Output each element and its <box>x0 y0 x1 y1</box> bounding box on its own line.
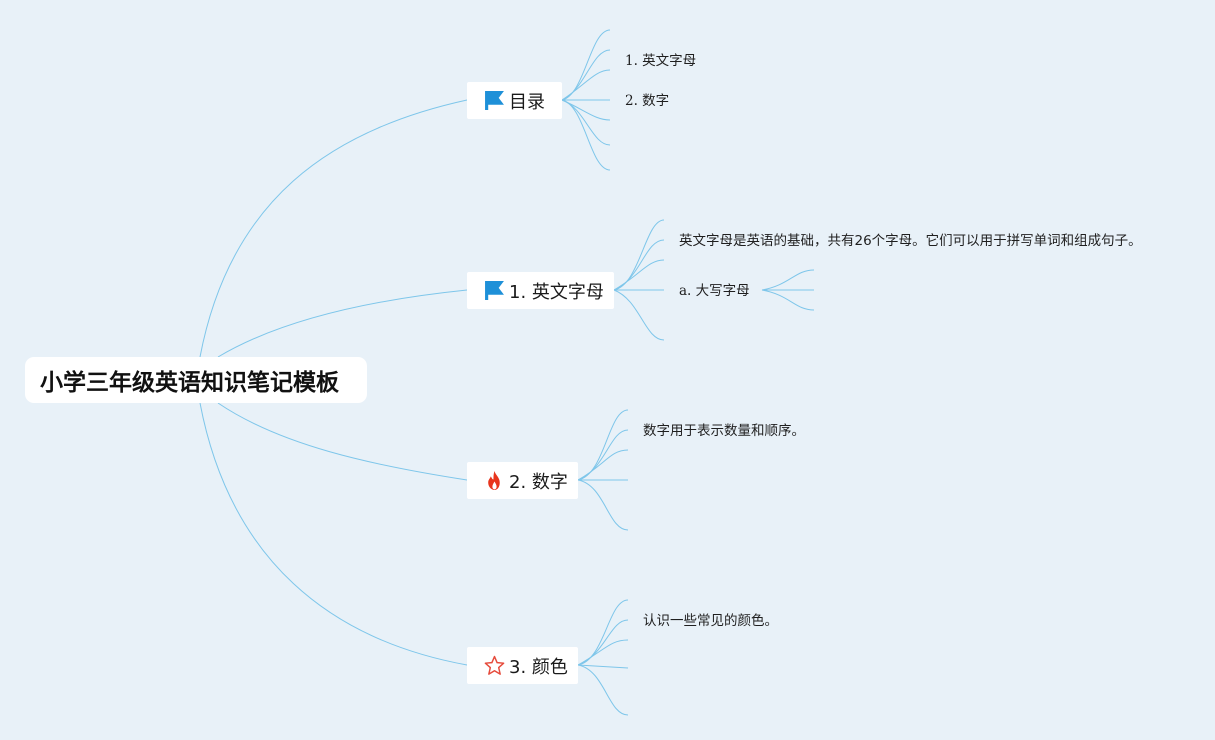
leaf-toc-numbers[interactable]: 2. 数字 <box>625 93 670 109</box>
leaf-letters-description[interactable]: 英文字母是英语的基础，共有26个字母。它们可以用于拼写单词和组成句子。 <box>679 233 1142 249</box>
connector-fan-toc <box>561 29 611 171</box>
branch-letters[interactable]: 1. 英文字母 <box>467 272 614 309</box>
connector-fan-numbers <box>577 409 629 531</box>
branch-numbers-label: 2. 数字 <box>509 471 568 493</box>
branch-letters-label: 1. 英文字母 <box>509 281 604 303</box>
connector-root-toc <box>199 99 468 358</box>
branch-toc-label: 目录 <box>509 91 545 113</box>
root-topic-label: 小学三年级英语知识笔记模板 <box>40 370 339 396</box>
star-icon <box>484 655 505 676</box>
leaf-colors-description[interactable]: 认识一些常见的颜色。 <box>643 613 778 629</box>
branch-colors-label: 3. 颜色 <box>509 656 568 678</box>
connector-root-numbers <box>217 402 468 481</box>
fire-icon <box>484 470 505 491</box>
branch-numbers[interactable]: 2. 数字 <box>467 462 578 499</box>
connector-fan-colors <box>577 599 629 716</box>
connector-fan-letters <box>613 219 665 341</box>
leaf-letters-uppercase[interactable]: a. 大写字母 <box>679 283 750 299</box>
flag-icon <box>484 280 505 301</box>
connector-root-letters <box>217 289 468 358</box>
connector-root-colors <box>199 402 468 666</box>
branch-colors[interactable]: 3. 颜色 <box>467 647 578 684</box>
root-topic[interactable]: 小学三年级英语知识笔记模板 <box>25 357 367 403</box>
leaf-numbers-description[interactable]: 数字用于表示数量和顺序。 <box>643 423 805 439</box>
connector-fan-uppercase <box>761 269 815 311</box>
flag-icon <box>484 90 505 111</box>
leaf-toc-letters[interactable]: 1. 英文字母 <box>625 53 697 69</box>
branch-toc[interactable]: 目录 <box>467 82 562 119</box>
